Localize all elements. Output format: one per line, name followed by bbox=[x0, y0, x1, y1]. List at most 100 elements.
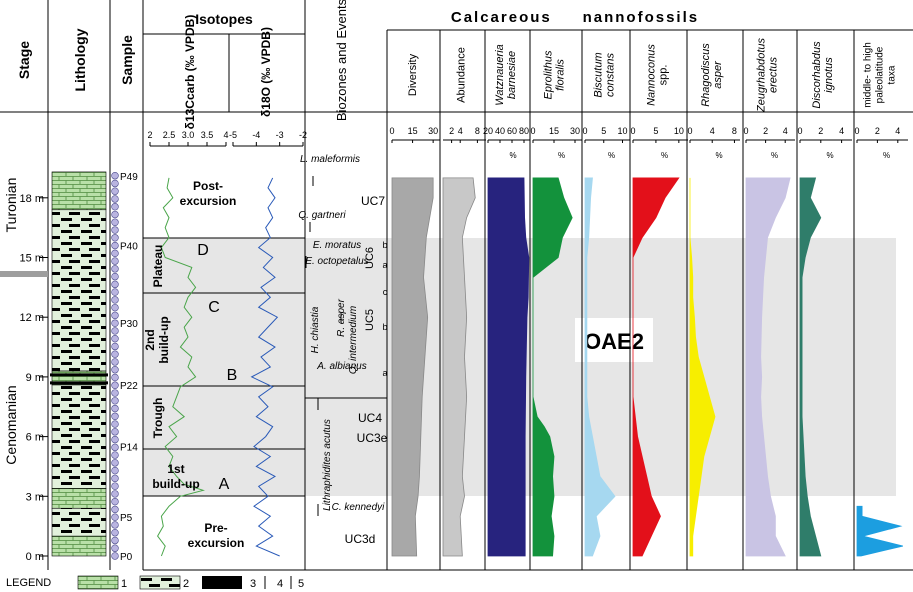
d18o-tick-label: -4 bbox=[252, 130, 260, 140]
stage-header: Stage bbox=[16, 41, 32, 79]
sample-dot bbox=[111, 443, 119, 452]
biozone-label: E. octopetalus bbox=[305, 256, 368, 267]
panel-tick-label: 20 bbox=[483, 126, 493, 136]
legend-swatch-marl bbox=[139, 575, 181, 590]
sample-dot bbox=[111, 544, 119, 552]
panel-title: Nannoconusspp. bbox=[646, 44, 670, 106]
sample-dot bbox=[111, 303, 119, 312]
sample-dot bbox=[111, 412, 119, 421]
panel-tick-label: 4 bbox=[839, 126, 844, 136]
panel-area bbox=[532, 177, 573, 557]
sample-label: P0 bbox=[120, 552, 133, 563]
lithology-bed bbox=[51, 209, 107, 372]
sample-dot bbox=[111, 397, 119, 405]
biozone-label: a bbox=[382, 368, 387, 378]
sample-dot bbox=[111, 218, 119, 226]
sample-label: P14 bbox=[120, 443, 138, 454]
biozone-label: a bbox=[382, 260, 387, 270]
panel-tick-label: 80 bbox=[519, 126, 529, 136]
sample-dot bbox=[111, 490, 119, 498]
legend-item-label: 1 bbox=[121, 578, 127, 590]
panel-tick-label: 4 bbox=[783, 126, 788, 136]
biozone-label: b bbox=[382, 322, 387, 332]
panel-area bbox=[689, 177, 716, 557]
depth-tick-label: 12 m bbox=[20, 312, 44, 324]
lithology-header: Lithology bbox=[72, 28, 88, 91]
panel-tick-label: 2 bbox=[449, 126, 454, 136]
biozone-label: UC7 bbox=[361, 194, 385, 208]
lithology-bed bbox=[51, 507, 107, 537]
nannofossils-header: Calcareous nannofossils bbox=[451, 9, 699, 26]
sample-dot bbox=[111, 350, 119, 358]
panel-area bbox=[442, 177, 476, 557]
panel-area bbox=[584, 177, 616, 557]
lithology-bed bbox=[51, 488, 107, 509]
panel-title: Abundance bbox=[456, 47, 468, 103]
panel-title: Biscutumconstans bbox=[593, 52, 617, 97]
panel-tick-label: 5 bbox=[653, 126, 658, 136]
legend-item-label: 3 bbox=[250, 578, 256, 590]
sample-dot bbox=[111, 482, 119, 490]
biozone-label: b bbox=[382, 240, 387, 250]
panel-title: Rhagodiscusasper bbox=[700, 43, 724, 107]
sample-label: P40 bbox=[120, 242, 138, 253]
panel-tick-label: 4 bbox=[895, 126, 900, 136]
stage-label-cenomanian: Cenomanian bbox=[3, 385, 19, 464]
d18o-tick-label: -3 bbox=[276, 130, 284, 140]
isotope-phase-label: Pre-excursion bbox=[188, 521, 245, 550]
isotope-point-label: D bbox=[197, 242, 209, 259]
panel-tick-label: 0 bbox=[582, 126, 587, 136]
sample-dot bbox=[111, 187, 119, 195]
biozone-label: UC6 bbox=[364, 247, 376, 269]
legend-title: LEGEND bbox=[6, 577, 51, 589]
sample-dot bbox=[111, 249, 119, 258]
panel-area bbox=[487, 177, 530, 557]
panel-tick-label: 0 bbox=[389, 126, 394, 136]
oae2-label-box bbox=[575, 318, 653, 362]
oae2-label: OAE2 bbox=[584, 329, 644, 354]
sample-label: P5 bbox=[120, 513, 133, 524]
sample-dot bbox=[111, 288, 119, 296]
panel-tick-label: 0 bbox=[630, 126, 635, 136]
sample-dot bbox=[111, 466, 119, 475]
sample-label: P22 bbox=[120, 381, 138, 392]
panel-tick-label: 2 bbox=[875, 126, 880, 136]
legend-item-label: 5 bbox=[298, 578, 304, 590]
panel-tick-label: 15 bbox=[549, 126, 559, 136]
panel-title: middle- to highpaleolatitudetaxa bbox=[863, 42, 898, 108]
depth-tick-label: 9 m bbox=[26, 372, 44, 384]
panel-area bbox=[391, 177, 434, 557]
panel-unit: % bbox=[608, 151, 615, 160]
panel-tick-label: 0 bbox=[530, 126, 535, 136]
panel-tick-label: 0 bbox=[687, 126, 692, 136]
biozone-label: H. chiastia bbox=[310, 306, 321, 353]
sample-dot bbox=[111, 265, 119, 273]
panel-tick-label: 30 bbox=[570, 126, 580, 136]
biozone-label: Q. gartneri bbox=[298, 210, 346, 221]
biozone-label: c bbox=[383, 287, 388, 297]
sample-dot bbox=[111, 319, 119, 327]
sample-dot bbox=[111, 272, 119, 281]
isotope-point-label: B bbox=[227, 367, 238, 384]
sample-dot bbox=[111, 366, 119, 374]
stage-label-turonian: Turonian bbox=[3, 178, 19, 233]
d13c-header: δ13Ccarb (‰ VPDB) bbox=[183, 15, 197, 130]
sample-dot bbox=[111, 373, 119, 382]
sample-dot bbox=[111, 521, 119, 529]
sample-dot bbox=[111, 334, 119, 343]
panel-tick-label: 2 bbox=[763, 126, 768, 136]
black-shale-layer bbox=[50, 373, 108, 377]
isotope-phase-label: Post-excursion bbox=[180, 179, 237, 208]
isotope-point-label: A bbox=[219, 476, 230, 493]
panel-tick-label: 30 bbox=[428, 126, 438, 136]
panel-tick-label: 15 bbox=[408, 126, 418, 136]
panel-title: Eprolithusfloralis bbox=[543, 50, 567, 99]
panel-tick-label: 5 bbox=[601, 126, 606, 136]
d13c-tick-label: 3.5 bbox=[201, 130, 214, 140]
sample-dot bbox=[111, 280, 119, 289]
sample-dot bbox=[111, 459, 119, 467]
sample-dot bbox=[111, 203, 119, 211]
depth-tick-label: 0 m bbox=[26, 551, 44, 563]
panel-area bbox=[856, 505, 903, 557]
isotope-point-label: C bbox=[208, 299, 220, 316]
